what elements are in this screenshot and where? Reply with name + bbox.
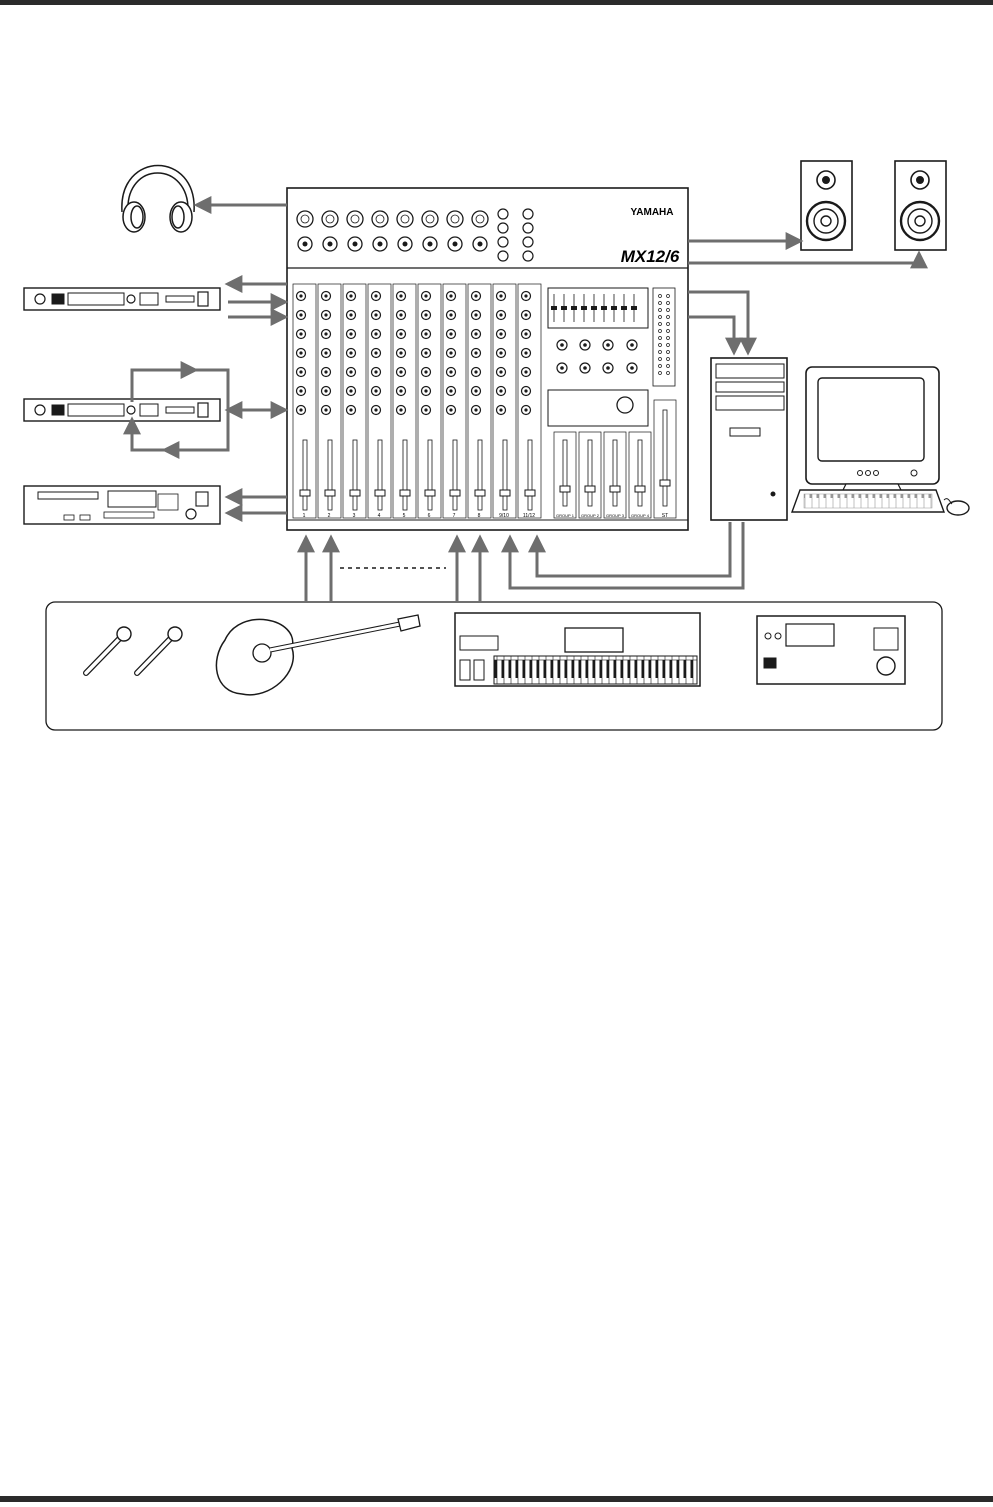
channel-strip: 11/12 (517, 283, 542, 519)
channel-input-jacks (321, 210, 339, 252)
graphic-eq (551, 294, 638, 374)
channel-strip: 2 (317, 283, 342, 519)
computer-tower (710, 357, 788, 521)
channel-label: 9/10 (499, 513, 509, 519)
channel-strip: 4 (367, 283, 392, 519)
fader-knob (299, 489, 311, 497)
level-meter (652, 287, 676, 387)
channel-input-jacks (522, 208, 534, 262)
channel-input-jacks (371, 210, 389, 252)
stereo-fader (653, 399, 677, 519)
group-faders: GROUP 1 GROUP 2 GROUP 3 GROUP 4 (553, 399, 677, 519)
effect-program-dial (616, 396, 634, 414)
group-label: GROUP 2 (581, 513, 600, 518)
computer-monitor (805, 366, 940, 493)
channel-strip: 9/10 (492, 283, 517, 519)
channel-input-jacks (471, 210, 489, 252)
channel-input-jacks (497, 208, 509, 262)
fader-knob (449, 489, 461, 497)
channel-label: 11/12 (523, 513, 535, 519)
channel-label: 2 (328, 513, 331, 519)
channel-label: 6 (428, 513, 431, 519)
channel-strip: 3 (342, 283, 367, 519)
studio-monitor-left (800, 160, 853, 251)
fader-track (452, 439, 458, 511)
mixer-input-jacks (296, 208, 534, 262)
mixer-channel-strips: 1 2 3 4 5 6 7 8 9/10 11/12 (292, 283, 542, 519)
fader-track (377, 439, 383, 511)
channel-label: 3 (353, 513, 356, 519)
group-fader: GROUP 1 (553, 431, 577, 519)
fader-knob (424, 489, 436, 497)
fader-track (327, 439, 333, 511)
headphones (121, 164, 195, 233)
fader-knob (349, 489, 361, 497)
stereo-fader-label: ST (662, 513, 668, 519)
group-fader: GROUP 2 (578, 431, 602, 519)
channel-input-jacks (346, 210, 364, 252)
group-label: GROUP 4 (631, 513, 650, 518)
microphone-1 (83, 626, 132, 676)
channel-strip: 7 (442, 283, 467, 519)
channel-label: 8 (478, 513, 481, 519)
fader-knob (499, 489, 511, 497)
channel-input-jacks (421, 210, 439, 252)
group-label: GROUP 1 (556, 513, 575, 518)
channel-strip: 6 (417, 283, 442, 519)
group-fader: GROUP 4 (628, 431, 652, 519)
channel-strip: 5 (392, 283, 417, 519)
microphone-2 (134, 626, 183, 676)
effects-processor-1 (23, 287, 221, 311)
fader-knob (374, 489, 386, 497)
mixer-brand-logo: YAMAHA (631, 207, 674, 218)
effects-processor-2 (23, 398, 221, 422)
fader-track (502, 439, 508, 511)
channel-input-jacks (396, 210, 414, 252)
mouse (943, 498, 970, 516)
connection-arrows (123, 196, 928, 602)
channel-label: 4 (378, 513, 381, 519)
channel-strip: 1 (292, 283, 317, 519)
fader-knob (474, 489, 486, 497)
channel-strip: 8 (467, 283, 492, 519)
mixer-model-logo: MX12/6 (621, 247, 680, 266)
channel-input-jacks (296, 210, 314, 252)
cd-recorder (23, 485, 221, 525)
acoustic-guitar (215, 614, 421, 696)
bottom-rule (0, 1496, 993, 1502)
studio-monitor-right (894, 160, 947, 251)
group-label: GROUP 3 (606, 513, 625, 518)
fader-knob (524, 489, 536, 497)
fader-knob (324, 489, 336, 497)
fader-track (352, 439, 358, 511)
channel-label: 1 (303, 513, 306, 519)
fader-track (477, 439, 483, 511)
drum-machine (756, 615, 906, 685)
fader-track (302, 439, 308, 511)
group-fader: GROUP 3 (603, 431, 627, 519)
meter-leds (658, 294, 670, 375)
fader-track (427, 439, 433, 511)
channel-label: 7 (453, 513, 456, 519)
channel-input-jacks (446, 210, 464, 252)
fader-track (402, 439, 408, 511)
keyboard (791, 489, 945, 513)
synthesizer-keyboard (454, 612, 701, 687)
top-rule (0, 0, 993, 5)
channel-label: 5 (403, 513, 406, 519)
fader-track (527, 439, 533, 511)
fader-knob (399, 489, 411, 497)
